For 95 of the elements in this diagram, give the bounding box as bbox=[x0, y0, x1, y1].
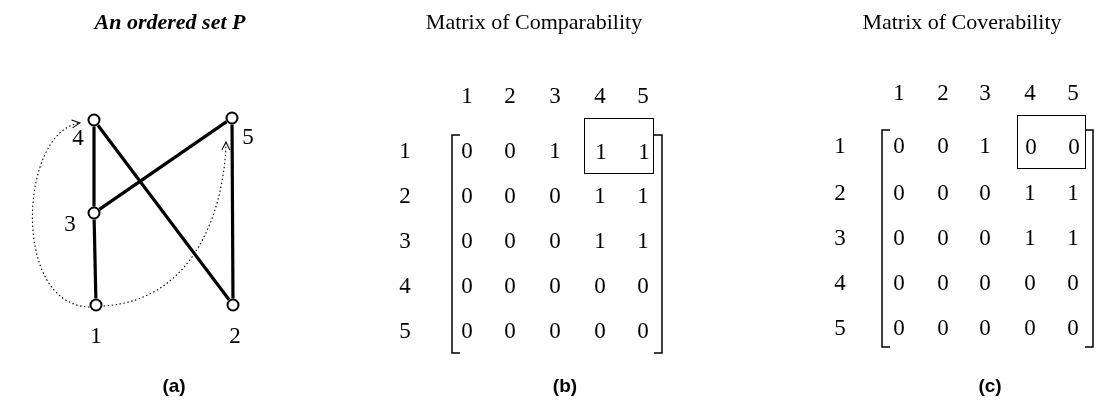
vertex-circle bbox=[226, 298, 240, 312]
matrix-entry: 1 bbox=[638, 139, 650, 163]
matrix-entry: 0 bbox=[549, 273, 561, 297]
matrix-entry: 0 bbox=[979, 270, 991, 294]
matrix-entry: 0 bbox=[549, 318, 561, 342]
row-header: 5 bbox=[834, 315, 846, 339]
column-header: 1 bbox=[461, 83, 473, 107]
matrix-entry: 0 bbox=[637, 273, 649, 297]
matrix-entry: 0 bbox=[504, 273, 516, 297]
hasse-edge bbox=[98, 120, 228, 211]
dotted-arrow bbox=[31, 121, 91, 308]
row-header: 4 bbox=[399, 273, 411, 297]
matrix-entry: 0 bbox=[504, 138, 516, 162]
vertex-circle bbox=[89, 298, 103, 312]
matrix-entry: 0 bbox=[1067, 315, 1079, 339]
hasse-edge bbox=[230, 124, 235, 299]
matrix-entry: 1 bbox=[637, 228, 649, 252]
hasse-edge bbox=[92, 219, 98, 299]
matrix-entry: 0 bbox=[893, 315, 905, 339]
matrix-entry: 1 bbox=[1024, 225, 1036, 249]
row-header: 1 bbox=[834, 133, 846, 157]
vertex-number: 5 bbox=[242, 124, 254, 148]
matrix-entry: 0 bbox=[504, 183, 516, 207]
matrix-entry: 0 bbox=[893, 270, 905, 294]
matrix-entry: 1 bbox=[979, 133, 991, 157]
matrix-entry: 0 bbox=[461, 183, 473, 207]
matrix-entry: 1 bbox=[594, 228, 606, 252]
panel-caption: (c) bbox=[978, 375, 1002, 395]
panel-caption: (a) bbox=[162, 375, 186, 395]
column-header: 2 bbox=[504, 83, 516, 107]
row-header: 3 bbox=[834, 225, 846, 249]
column-header: 2 bbox=[937, 80, 949, 104]
matrix-entry: 1 bbox=[1067, 180, 1079, 204]
matrix-entry: 0 bbox=[1068, 134, 1080, 158]
matrix-entry: 1 bbox=[1024, 180, 1036, 204]
dotted-arrow bbox=[102, 141, 231, 307]
column-header: 4 bbox=[594, 83, 606, 107]
matrix-entry: 0 bbox=[461, 273, 473, 297]
matrix-entry: 1 bbox=[637, 183, 649, 207]
column-header: 4 bbox=[1024, 80, 1036, 104]
matrix-entry: 0 bbox=[461, 138, 473, 162]
matrix-title: Matrix of Comparability bbox=[425, 11, 643, 33]
row-header: 2 bbox=[834, 180, 846, 204]
hasse-edge bbox=[96, 124, 231, 301]
matrix-entry: 0 bbox=[979, 315, 991, 339]
matrix-entry: 1 bbox=[1067, 225, 1079, 249]
matrix-entry: 1 bbox=[549, 138, 561, 162]
matrix-entry: 0 bbox=[937, 315, 949, 339]
highlight-box bbox=[584, 118, 654, 174]
matrix-entry: 0 bbox=[461, 228, 473, 252]
matrix-title: Matrix of Coverability bbox=[862, 11, 1062, 33]
hasse-edge bbox=[92, 126, 96, 207]
vertex-circle bbox=[87, 206, 101, 220]
row-header: 5 bbox=[399, 318, 411, 342]
matrix-entry: 0 bbox=[637, 318, 649, 342]
matrix-entry: 0 bbox=[979, 180, 991, 204]
column-header: 3 bbox=[979, 80, 991, 104]
row-header: 2 bbox=[399, 183, 411, 207]
matrix-entry: 0 bbox=[937, 225, 949, 249]
panel-caption: (b) bbox=[552, 375, 578, 395]
matrix-entry: 0 bbox=[893, 180, 905, 204]
row-header: 1 bbox=[399, 138, 411, 162]
column-header: 1 bbox=[893, 80, 905, 104]
row-header: 4 bbox=[834, 270, 846, 294]
highlight-box bbox=[1017, 115, 1086, 169]
matrix-entry: 0 bbox=[504, 228, 516, 252]
matrix-entry: 0 bbox=[1067, 270, 1079, 294]
matrix-entry: 0 bbox=[549, 183, 561, 207]
matrix-entry: 0 bbox=[979, 225, 991, 249]
matrix-entry: 0 bbox=[594, 318, 606, 342]
column-header: 5 bbox=[1067, 80, 1079, 104]
matrix-entry: 0 bbox=[594, 273, 606, 297]
matrix-entry: 0 bbox=[937, 180, 949, 204]
matrix-entry: 1 bbox=[595, 139, 607, 163]
matrix-entry: 0 bbox=[937, 270, 949, 294]
vertex-number: 3 bbox=[64, 211, 76, 235]
matrix-entry: 0 bbox=[1025, 134, 1037, 158]
matrix-entry: 0 bbox=[893, 225, 905, 249]
column-header: 3 bbox=[549, 83, 561, 107]
matrix-entry: 0 bbox=[1024, 315, 1036, 339]
vertex-number: 1 bbox=[90, 323, 102, 347]
vertex-circle bbox=[225, 111, 239, 125]
matrix-entry: 1 bbox=[594, 183, 606, 207]
row-header: 3 bbox=[399, 228, 411, 252]
matrix-entry: 0 bbox=[504, 318, 516, 342]
matrix-entry: 0 bbox=[937, 133, 949, 157]
matrix-entry: 0 bbox=[549, 228, 561, 252]
matrix-entry: 0 bbox=[461, 318, 473, 342]
vertex-number: 4 bbox=[72, 125, 84, 149]
column-header: 5 bbox=[637, 83, 649, 107]
matrix-entry: 0 bbox=[1024, 270, 1036, 294]
panel-title: An ordered set P bbox=[94, 11, 246, 33]
vertex-circle bbox=[87, 113, 101, 127]
matrix-entry: 0 bbox=[893, 133, 905, 157]
vertex-number: 2 bbox=[229, 323, 241, 347]
